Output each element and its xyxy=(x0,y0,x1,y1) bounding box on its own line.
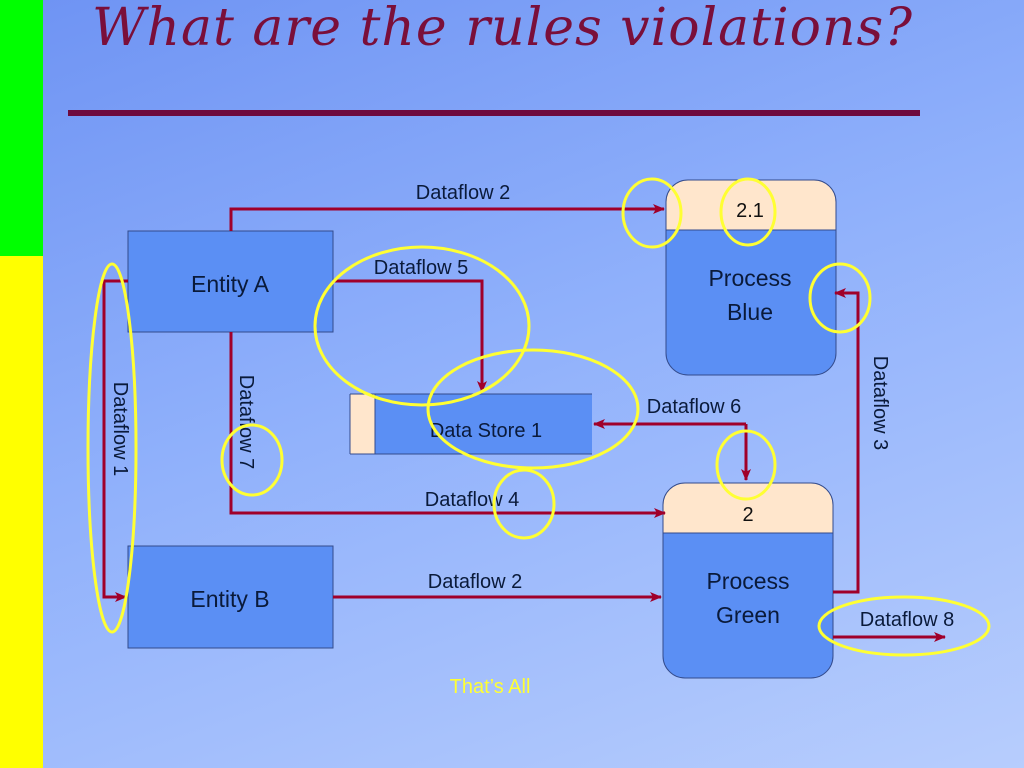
violation-highlight-process-blue-id xyxy=(719,177,777,247)
violation-highlight-dataflow-8 xyxy=(817,595,991,657)
process-green-name-line2: Green xyxy=(716,602,780,628)
dataflow-1-label: Dataflow 1 xyxy=(109,382,131,477)
entity-a: Entity A xyxy=(127,230,334,333)
slide-title: What are the rules violations? xyxy=(92,0,914,58)
entity-a-label: Entity A xyxy=(191,271,270,297)
dataflow-5-label: Dataflow 5 xyxy=(374,257,469,279)
thats-all-link[interactable]: That’s All xyxy=(449,676,531,698)
violation-highlight-dataflow-5 xyxy=(313,245,531,407)
dataflow-2-top-arrow xyxy=(229,204,665,231)
violation-highlight-dataflow-7 xyxy=(220,423,284,497)
violation-highlight-dataflow-6-entry xyxy=(715,429,777,501)
process-green: 2 Process Green xyxy=(662,482,834,679)
process-green-id: 2 xyxy=(742,504,753,526)
left-accent-bar-yellow xyxy=(0,256,43,768)
dataflow-6-label: Dataflow 6 xyxy=(647,396,742,418)
data-store-1-label: Data Store 1 xyxy=(430,420,542,442)
left-accent-bar-green xyxy=(0,0,43,256)
process-blue-id: 2.1 xyxy=(736,200,764,222)
process-blue-name-line1: Process xyxy=(708,265,791,291)
dataflow-3-arrow xyxy=(833,288,860,594)
entity-b: Entity B xyxy=(127,545,334,649)
dataflow-1-arrow xyxy=(102,279,128,602)
title-underline xyxy=(68,110,920,116)
process-blue: 2.1 Process Blue xyxy=(665,179,837,376)
violation-highlight-dataflow-1 xyxy=(86,262,138,634)
data-store-1: Data Store 1 xyxy=(349,393,592,455)
dataflow-7-label: Dataflow 7 xyxy=(235,375,257,470)
dataflow-8-label: Dataflow 8 xyxy=(860,609,955,631)
violation-highlight-data-store xyxy=(426,348,640,470)
entity-b-label: Entity B xyxy=(190,586,269,612)
dataflow-7-4-arrow xyxy=(229,332,666,518)
dataflow-2-top-label: Dataflow 2 xyxy=(416,182,511,204)
violation-highlight-process-blue-input xyxy=(621,177,683,249)
dataflow-3-label: Dataflow 3 xyxy=(869,356,891,451)
dataflow-4-label: Dataflow 4 xyxy=(425,489,520,511)
violation-highlight-dataflow-3-entry xyxy=(808,262,872,334)
process-blue-name-line2: Blue xyxy=(727,299,773,325)
violation-highlight-dataflow-4 xyxy=(492,468,556,540)
dataflow-5-arrow xyxy=(333,279,487,393)
dataflow-2-bottom-label: Dataflow 2 xyxy=(428,571,523,593)
process-green-name-line1: Process xyxy=(706,568,789,594)
